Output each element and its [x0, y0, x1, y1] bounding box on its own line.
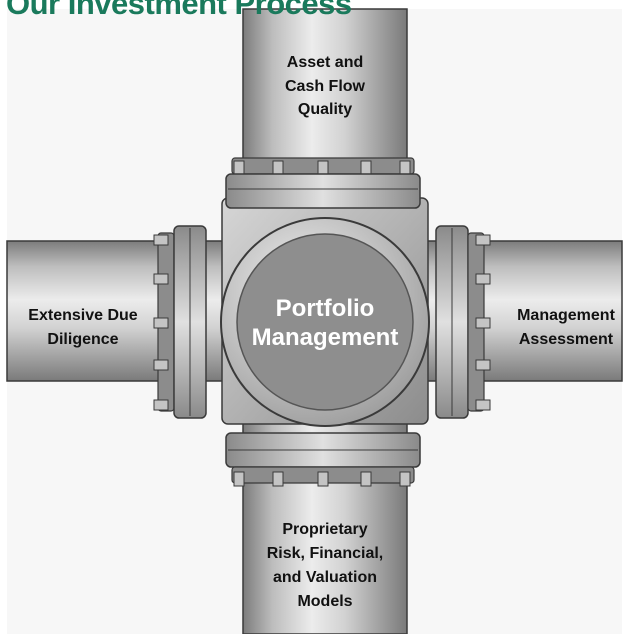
right-label-line-1: Management — [517, 307, 615, 324]
left-label-line-2: Diligence — [47, 331, 118, 348]
bottom-label-line-2: Risk, Financial, — [267, 545, 383, 562]
left-flange — [153, 225, 207, 419]
left-label-line-1: Extensive Due — [28, 307, 137, 324]
center-label-line-2: Management — [252, 324, 399, 351]
right-flange — [435, 225, 491, 419]
bottom-label-line-1: Proprietary — [282, 521, 367, 538]
top-label-line-3: Quality — [298, 101, 352, 118]
center-disc — [236, 233, 414, 411]
right-label-line-2: Assessment — [519, 331, 614, 348]
bottom-flange — [225, 432, 421, 487]
bottom-label-line-4: Models — [297, 593, 352, 610]
top-label-line-1: Asset and — [287, 54, 363, 71]
top-flange — [225, 157, 421, 209]
top-label-line-2: Cash Flow — [285, 78, 366, 95]
left-pipe — [6, 240, 248, 382]
bottom-label-line-3: and Valuation — [273, 569, 377, 586]
figure-title: Our Investment Process — [6, 0, 352, 21]
center-label-line-1: Portfolio — [276, 295, 375, 322]
